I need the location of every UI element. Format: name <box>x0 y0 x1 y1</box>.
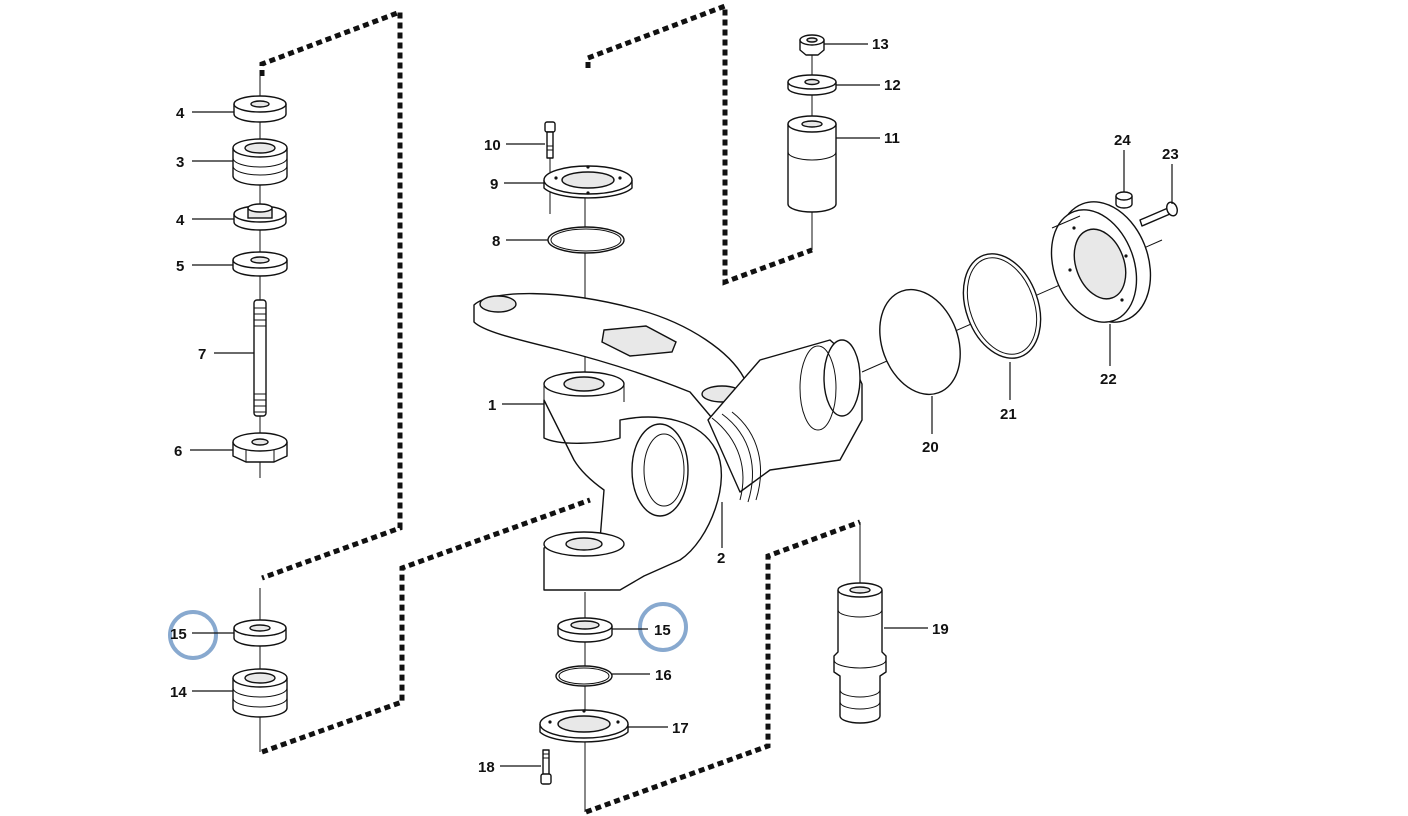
label-16: 16 <box>655 667 672 684</box>
label-4-lower: 4 <box>176 212 185 229</box>
highlight-circle-left <box>168 610 218 660</box>
frame-top-center <box>585 2 813 286</box>
label-14: 14 <box>170 684 187 701</box>
highlight-circle-center <box>638 602 688 652</box>
label-23: 23 <box>1162 146 1179 163</box>
frame-bottom-left <box>261 497 591 755</box>
label-20: 20 <box>922 439 939 456</box>
label-3: 3 <box>176 154 184 171</box>
part-10-bolt <box>544 121 556 159</box>
part-6-nut <box>232 432 288 463</box>
frame-bottom-center <box>585 519 861 815</box>
label-4-top: 4 <box>176 105 185 122</box>
part-1-steering-knuckle <box>473 292 863 591</box>
label-7: 7 <box>198 346 206 363</box>
label-24: 24 <box>1114 132 1131 149</box>
part-8-o-ring <box>547 226 625 254</box>
frame-top-left <box>259 8 403 581</box>
part-12-washer <box>787 74 837 96</box>
part-5-washer <box>232 251 288 277</box>
part-24-plug <box>1115 191 1133 209</box>
part-21-o-ring <box>962 253 1042 359</box>
part-17-cover <box>539 709 629 743</box>
label-19: 19 <box>932 621 949 638</box>
label-5: 5 <box>176 258 184 275</box>
part-4-seal <box>233 203 287 231</box>
part-20-o-ring <box>879 288 961 396</box>
label-13: 13 <box>872 36 889 53</box>
label-15-left: 15 <box>170 626 187 643</box>
label-6: 6 <box>174 443 182 460</box>
label-2: 2 <box>717 550 725 567</box>
part-7-stud <box>253 299 267 417</box>
label-8: 8 <box>492 233 500 250</box>
label-18: 18 <box>478 759 495 776</box>
part-15-washer-left <box>233 619 287 647</box>
label-12: 12 <box>884 77 901 94</box>
part-4-washer-top <box>233 95 287 123</box>
label-22: 22 <box>1100 371 1117 388</box>
part-13-nut <box>799 34 825 56</box>
label-10: 10 <box>484 137 501 154</box>
part-23-screw <box>1139 201 1178 227</box>
label-1: 1 <box>488 397 496 414</box>
part-11-bushing <box>787 115 837 213</box>
label-11: 11 <box>884 130 900 147</box>
part-15-seal-center <box>557 617 613 643</box>
part-19-king-pin <box>833 582 887 724</box>
label-9: 9 <box>490 176 498 193</box>
part-14-bearing <box>232 668 288 718</box>
label-17: 17 <box>672 720 689 737</box>
part-22-cover-flange <box>1050 201 1152 323</box>
part-9-cover <box>543 165 633 199</box>
part-16-o-ring <box>555 665 613 687</box>
label-21: 21 <box>1000 406 1017 423</box>
part-3-bearing <box>232 138 288 186</box>
part-18-bolt <box>540 749 552 785</box>
label-15-center: 15 <box>654 622 671 639</box>
